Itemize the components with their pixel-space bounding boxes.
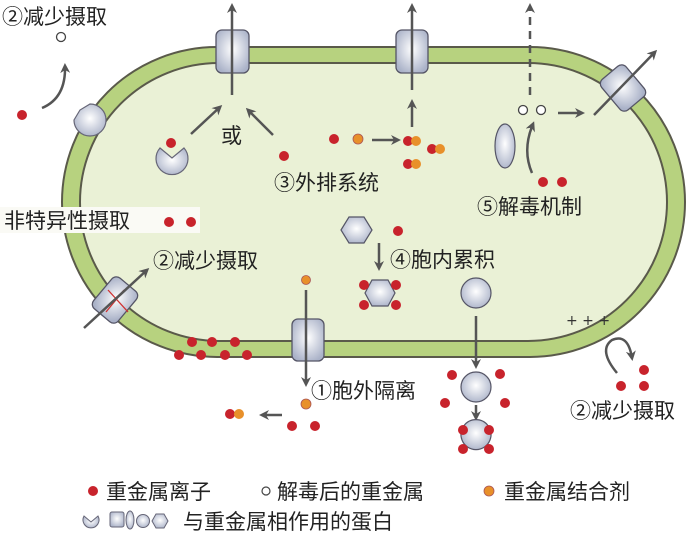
detoxified-metal-dot: [535, 104, 547, 116]
legend-detoxified-swatch: [261, 486, 271, 496]
label-nonspecific-uptake: 非特异性摄取: [4, 209, 130, 233]
ellipse-protein-icon: [494, 123, 516, 169]
label-or: 或: [221, 124, 242, 148]
legend-pacman-icon: [82, 515, 100, 529]
legend-binder-swatch: [483, 485, 495, 497]
label-extracellular-sequestration: ①胞外隔离: [311, 379, 416, 403]
transporter-top-2: [395, 3, 429, 90]
label-reduce-uptake-bottomright: ②减少摄取: [570, 399, 675, 423]
legend-heavy-metal-ion: 重金属离子: [106, 480, 211, 504]
metal-ion-dot: [329, 134, 339, 144]
reduce-uptake-bottomright-group: ②减少摄取: [570, 337, 675, 423]
label-efflux-system: ③外排系统: [274, 171, 379, 195]
label-surface-charge: + + +: [566, 313, 610, 329]
curved-arrow: [41, 63, 71, 110]
legend-hexagon-icon: [151, 513, 169, 529]
metal-ion-dot: [166, 138, 176, 148]
legend-metal-ion-swatch: [88, 486, 98, 496]
metal-ion-dot: [17, 110, 27, 120]
transporter-bottom: [291, 318, 325, 362]
label-detox-mechanism: ⑤解毒机制: [477, 195, 582, 219]
efflux-system-group: ③外排系统: [274, 99, 445, 195]
cross-icon: [107, 289, 129, 313]
legend-ellipse-icon: [125, 510, 135, 530]
metal-ion-dot: [279, 151, 289, 161]
label-intracellular-accumulation: ④胞内累积: [390, 248, 495, 272]
label-reduce-uptake-left: ②减少摄取: [153, 249, 258, 273]
intracellular-accumulation-group: ④胞内累积: [340, 216, 495, 310]
extracellular-sequestration-group: ①胞外隔离: [225, 275, 510, 454]
legend-circle-icon: [136, 514, 150, 528]
detoxified-metal-dot: [55, 31, 67, 43]
legend-square-icon: [109, 511, 125, 528]
legend-proteins: 与重金属相作用的蛋白: [183, 510, 393, 534]
legend: 重金属离子 解毒后的重金属 重金属结合剂 与重金属相作用的蛋白: [82, 480, 630, 534]
legend-metal-binding-agent: 重金属结合剂: [504, 480, 630, 504]
membrane-bound-ions: [174, 337, 252, 360]
label-reduce-uptake-topleft: ②减少摄取: [2, 5, 107, 29]
circle-protein-icon: [460, 277, 492, 309]
transporter-top-1: [215, 3, 250, 95]
reduce-uptake-topleft-group: ②减少摄取: [2, 5, 107, 137]
cytoplasm: [79, 62, 668, 342]
pacman-protein-icon: [155, 147, 189, 176]
cell: [61, 46, 686, 358]
or-group: 或: [155, 104, 289, 176]
hexagon-protein-icon: [340, 216, 373, 244]
binder-dot: [352, 133, 364, 145]
detox-group: ⑤解毒机制: [477, 3, 658, 219]
legend-detoxified-metal: 解毒后的重金属: [277, 480, 424, 504]
detoxified-metal-dot: [517, 104, 529, 116]
reduce-uptake-left-group: ②减少摄取: [83, 249, 258, 329]
nonspecific-uptake-group: 非特异性摄取: [0, 207, 200, 233]
pacman-protein-icon: [73, 103, 107, 137]
